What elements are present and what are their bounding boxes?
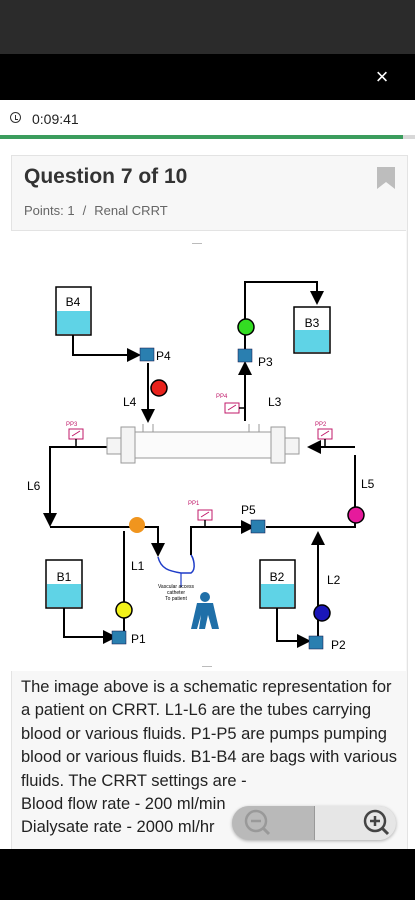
- clock-icon: [10, 112, 21, 123]
- bag-b1: B1: [45, 559, 83, 609]
- clamp-navy: [313, 604, 331, 622]
- points-label: Points: 1: [24, 203, 75, 218]
- pump-p4-label: P4: [156, 349, 171, 363]
- clamp-magenta: [347, 506, 365, 524]
- meta-separator: /: [82, 203, 87, 218]
- catheter-label-3: To patient: [165, 596, 187, 602]
- pressure-pp4-label: PP4: [216, 394, 228, 400]
- top-bar: [0, 54, 415, 100]
- tubes: [43, 281, 356, 648]
- zoom-out-button[interactable]: [232, 806, 314, 840]
- zoom-out-icon: [244, 809, 271, 836]
- bookmark-icon[interactable]: [377, 167, 395, 189]
- clamp-orange: [129, 517, 145, 533]
- close-icon[interactable]: ×: [375, 64, 389, 89]
- line-l4-label: L4: [123, 395, 137, 409]
- clamp-yellow: [115, 601, 133, 619]
- bag-b2-label: B2: [270, 570, 285, 584]
- timer-row: [0, 100, 415, 136]
- zoom-in-button[interactable]: [315, 806, 396, 840]
- question-text: The image above is a schematic represent…: [21, 678, 398, 837]
- clamp-green: [237, 318, 255, 336]
- bag-b3-label: B3: [305, 316, 320, 330]
- timer-text: 0:09:41: [32, 111, 79, 127]
- pump-p3-label: P3: [258, 355, 273, 369]
- pressure-pp3-label: PP3: [66, 422, 78, 428]
- pump-p5: P5: [241, 503, 266, 534]
- pump-p3: P3: [237, 348, 273, 369]
- line-l2-label: L2: [327, 573, 341, 587]
- image-top-mark: [192, 243, 202, 244]
- pressure-pp4: PP4: [216, 394, 245, 414]
- bag-b4: B4: [55, 286, 92, 336]
- pump-p2-label: P2: [331, 638, 346, 652]
- bottom-bar: [0, 849, 415, 900]
- crrt-schematic: B4 B3 B1 B2: [27, 281, 375, 652]
- bag-b4-label: B4: [66, 295, 81, 309]
- progress-fill: [0, 135, 403, 139]
- card-divider: [11, 230, 406, 231]
- line-l6-label: L6: [27, 479, 41, 493]
- pump-p2: P2: [308, 635, 346, 652]
- vascular-catheter: Vascular access catheter To patient: [157, 554, 195, 602]
- zoom-in-icon: [363, 809, 390, 836]
- pump-p1-label: P1: [131, 632, 146, 646]
- pump-p1: P1: [111, 630, 146, 646]
- pressure-pp3: PP3: [66, 422, 84, 447]
- line-l1-label: L1: [131, 559, 145, 573]
- catheter-label-1: Vascular access: [158, 584, 195, 590]
- pump-p4: P4: [139, 347, 171, 363]
- bag-b2: B2: [259, 559, 296, 609]
- question-meta: Points: 1 / Renal CRRT: [24, 203, 168, 218]
- dialyzer: [106, 424, 300, 464]
- category-label: Renal CRRT: [94, 203, 168, 218]
- status-bar: [0, 0, 415, 54]
- zoom-separator: [314, 806, 315, 840]
- line-l5-label: L5: [361, 477, 375, 491]
- pressure-pp2-label: PP2: [315, 422, 327, 428]
- line-l3-label: L3: [268, 395, 282, 409]
- pump-p5-label: P5: [241, 503, 256, 517]
- image-bottom-mark: [202, 666, 212, 667]
- patient-figure: [191, 592, 219, 629]
- pressure-pp2: PP2: [315, 422, 333, 447]
- pressure-pp1-label: PP1: [188, 501, 200, 507]
- zoom-control: [232, 806, 396, 840]
- progress-bar: [0, 135, 415, 139]
- bag-b3: B3: [293, 306, 331, 354]
- pressure-pp1: PP1: [188, 501, 213, 527]
- clamp-red: [150, 379, 168, 397]
- question-title: Question 7 of 10: [24, 165, 188, 188]
- bag-b1-label: B1: [57, 570, 72, 584]
- catheter-label-2: catheter: [167, 590, 185, 596]
